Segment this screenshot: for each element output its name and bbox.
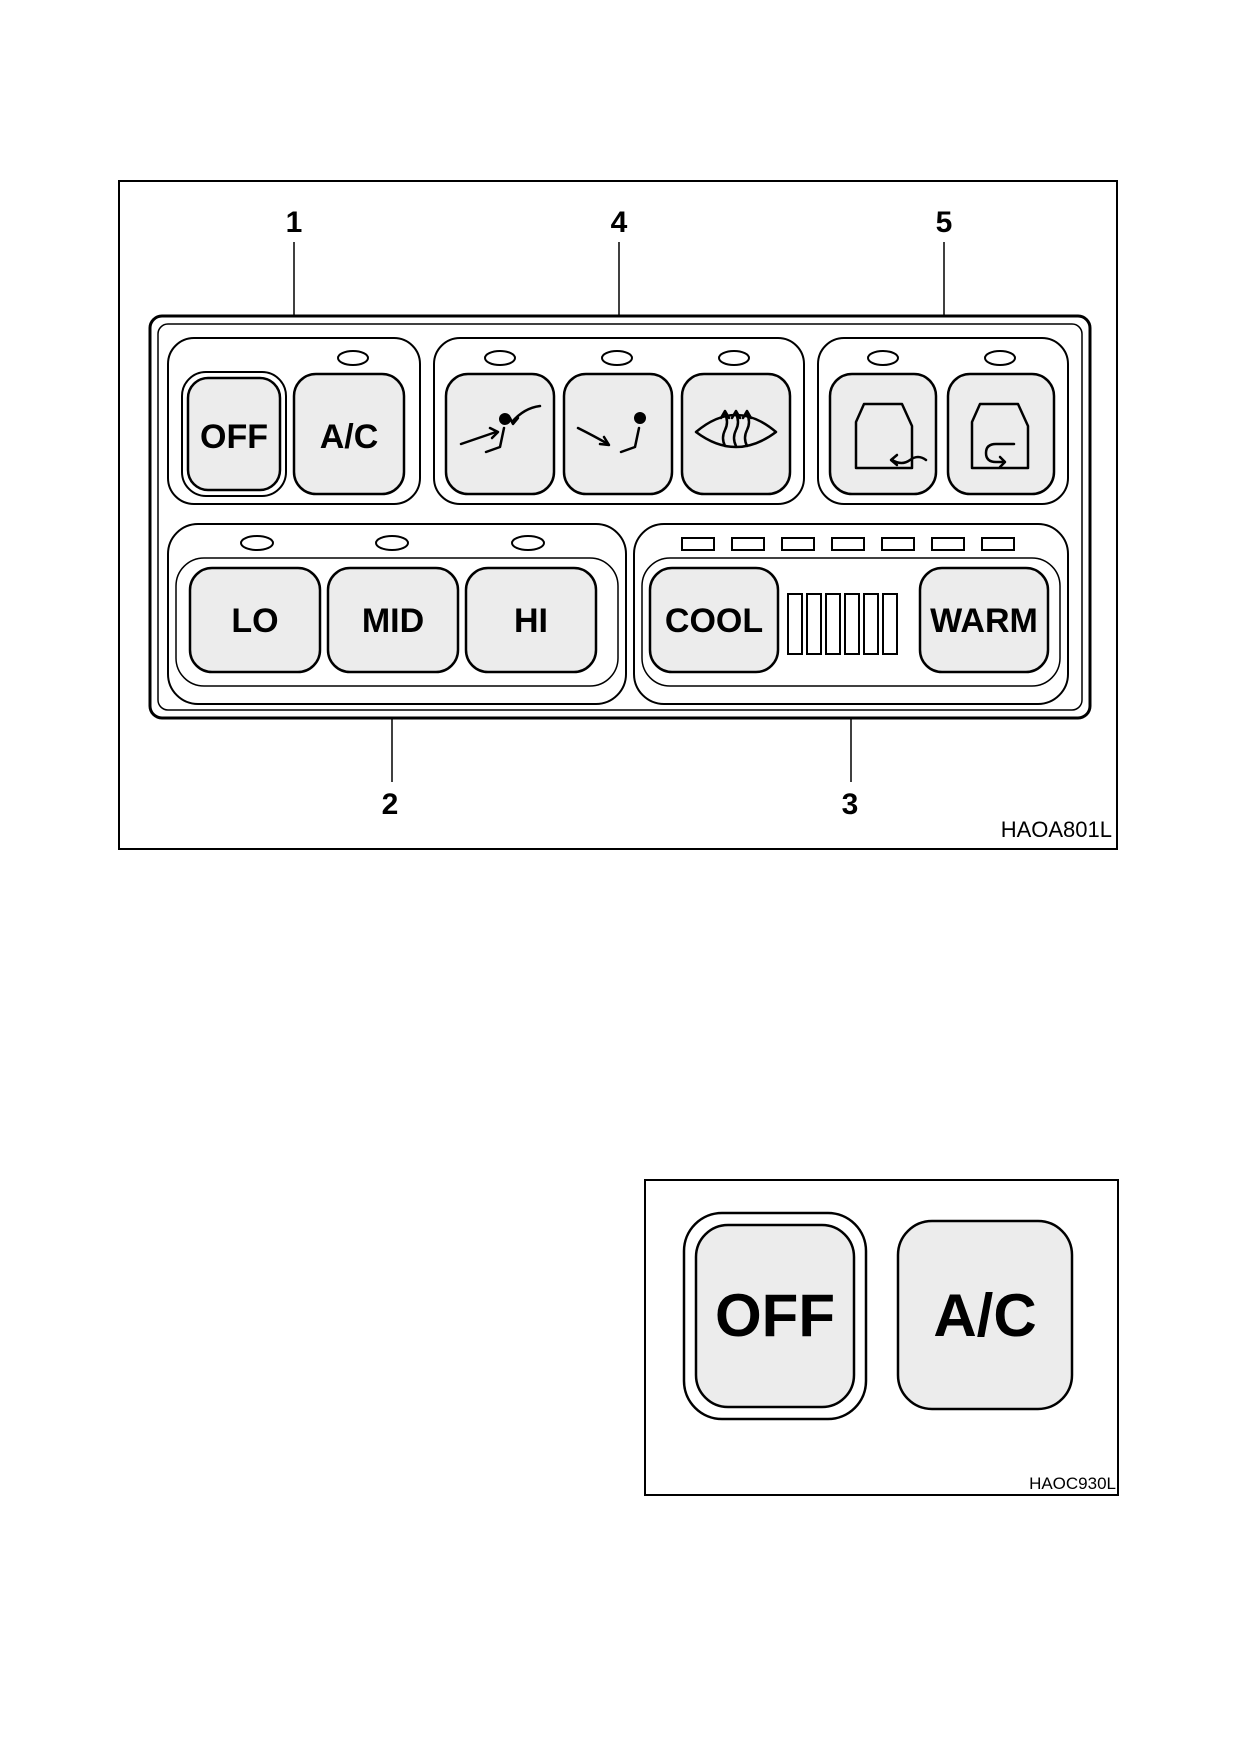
group-fan-speed-inner <box>175 557 619 687</box>
indicator-led-foot <box>601 350 633 366</box>
ac-button-large[interactable] <box>896 1219 1074 1411</box>
off-button-label: OFF <box>200 418 268 456</box>
off-button-large-label: OFF <box>715 1282 835 1349</box>
group-temperature-inner <box>641 557 1061 687</box>
off-ac-closeup-drawing: OFF A/C HAOC930L <box>682 1211 1116 1493</box>
figure-code-1: HAOA801L <box>1001 817 1112 842</box>
indicator-led-ac <box>337 350 369 366</box>
off-ac-closeup-figure: OFF A/C HAOC930L <box>644 1179 1119 1496</box>
control-panel-figure: 1 4 5 2 3 OFF A/C <box>118 180 1118 850</box>
foot-vent-button[interactable] <box>562 372 674 496</box>
fan-hi-label: HI <box>514 602 548 640</box>
defrost-icon <box>694 409 778 449</box>
indicator-led-face <box>484 350 516 366</box>
temp-led <box>981 537 1015 551</box>
indicator-led-fresh <box>867 350 899 366</box>
fresh-air-button[interactable] <box>828 372 938 496</box>
fan-hi-button[interactable] <box>464 566 598 674</box>
group-temperature <box>633 523 1069 705</box>
recirculate-air-button[interactable] <box>946 372 1056 496</box>
off-button-outer-ring <box>682 1211 868 1421</box>
callout-1: 1 <box>286 206 303 239</box>
face-vent-button[interactable] <box>444 372 556 496</box>
temp-led <box>731 537 765 551</box>
off-button[interactable] <box>186 376 282 492</box>
callout-2: 2 <box>382 788 399 821</box>
callout-4: 4 <box>611 206 628 239</box>
temperature-indicator-leds <box>681 537 1015 551</box>
callout-5: 5 <box>936 206 953 239</box>
foot-vent-icon <box>576 412 646 454</box>
off-button-large[interactable] <box>694 1223 856 1409</box>
fan-mid-label: MID <box>362 602 424 640</box>
temp-led <box>831 537 865 551</box>
panel-inner-outline <box>157 323 1083 711</box>
indicator-led-lo <box>240 535 274 551</box>
cool-button-label: COOL <box>665 602 763 640</box>
control-panel-drawing: 1 4 5 2 3 OFF A/C <box>148 206 1112 842</box>
recirculate-air-icon <box>970 402 1030 470</box>
cool-button[interactable] <box>648 566 780 674</box>
figure-code-2: HAOC930L <box>1029 1474 1116 1493</box>
warm-button-label: WARM <box>930 602 1038 640</box>
fan-lo-label: LO <box>231 602 278 640</box>
face-vent-icon <box>459 404 542 454</box>
group-air-intake <box>817 337 1069 505</box>
temp-led <box>931 537 965 551</box>
temp-led <box>781 537 815 551</box>
off-button-ring <box>181 371 287 497</box>
temp-led <box>681 537 715 551</box>
group-fan-speed <box>167 523 627 705</box>
temperature-bar-graph <box>787 593 898 655</box>
defrost-button[interactable] <box>680 372 792 496</box>
callout-3: 3 <box>842 788 859 821</box>
ac-button[interactable] <box>292 372 406 496</box>
indicator-led-hi <box>511 535 545 551</box>
temp-led <box>881 537 915 551</box>
indicator-led-recirc <box>984 350 1016 366</box>
ac-button-large-label: A/C <box>933 1282 1036 1349</box>
fan-lo-button[interactable] <box>188 566 322 674</box>
group-off-ac <box>167 337 421 505</box>
fan-mid-button[interactable] <box>326 566 460 674</box>
indicator-led-defrost <box>718 350 750 366</box>
warm-button[interactable] <box>918 566 1050 674</box>
fresh-air-icon <box>854 402 928 470</box>
group-mode <box>433 337 805 505</box>
indicator-led-mid <box>375 535 409 551</box>
ac-button-label: A/C <box>320 418 379 456</box>
